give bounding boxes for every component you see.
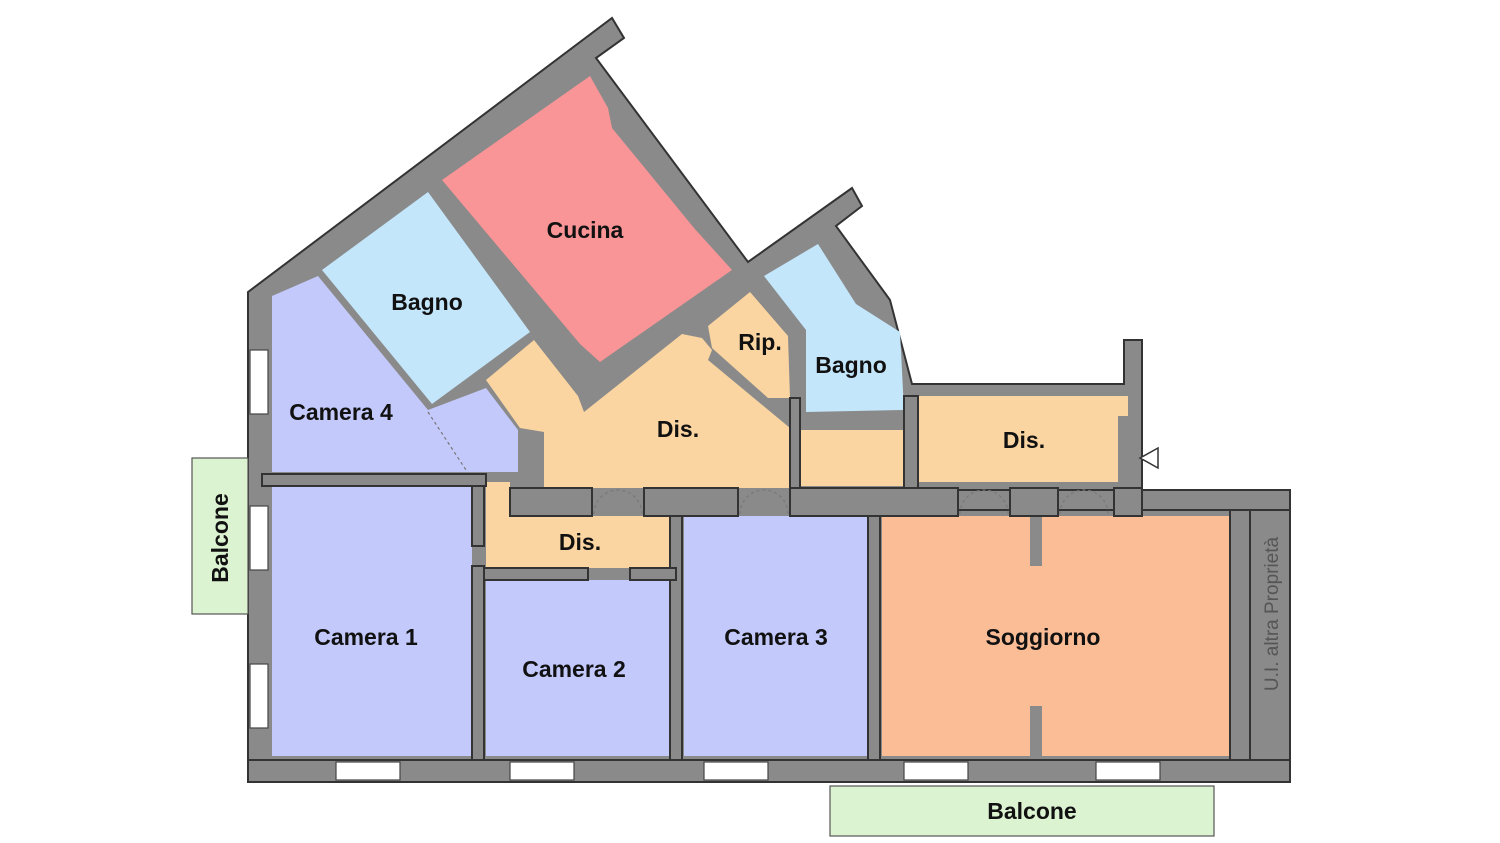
room-rip (708, 292, 790, 398)
wall-connector-left (789, 397, 801, 489)
window-sog-1 (903, 761, 969, 781)
window-c1-1 (335, 761, 401, 781)
label-balcone-left: Balcone (207, 493, 233, 582)
door-swing-1 (593, 489, 643, 515)
window-sog-2 (1095, 761, 1161, 781)
room-camera2 (486, 580, 670, 756)
room-labels: Cucina Bagno Camera 4 Rip. Bagno Dis. Di… (207, 217, 1283, 824)
doors (427, 411, 1159, 515)
wall-dis-bottom-4 (1009, 487, 1059, 517)
wall-dis-bottom-5 (1113, 487, 1143, 517)
label-balcone-bottom: Balcone (987, 798, 1076, 824)
wall-connector-right (903, 395, 919, 489)
label-camera4: Camera 4 (289, 399, 393, 425)
wall-c3-sog (867, 509, 881, 763)
label-dis-center: Dis. (657, 416, 699, 442)
room-cucina (442, 76, 732, 362)
room-camera3 (684, 516, 868, 756)
room-soggiorno (882, 516, 1230, 756)
room-dis-right (918, 396, 1128, 482)
door-swing-4 (1059, 489, 1109, 515)
wall-dis-c2 (483, 567, 589, 581)
windows (249, 349, 1161, 781)
room-camera4 (272, 276, 518, 472)
window-left-2 (249, 505, 269, 571)
window-left-3 (249, 663, 269, 729)
label-dis-small: Dis. (559, 529, 601, 555)
wall-exterior-bottom (247, 759, 1291, 783)
window-left-1 (249, 349, 269, 415)
balcone-bottom (829, 785, 1215, 837)
wall-sog-ext (1229, 509, 1251, 763)
label-bagno-top: Bagno (391, 289, 463, 315)
wall-dis-bottom-2 (643, 487, 739, 517)
room-camera1 (272, 486, 472, 756)
room-dis-connector (798, 430, 904, 486)
wall-dis-c2-b (629, 567, 677, 581)
wall-c1-c2 (471, 485, 485, 547)
label-dis-right: Dis. (1003, 427, 1045, 453)
label-bagno-right: Bagno (815, 352, 887, 378)
room-bagno-right (764, 244, 904, 412)
wall-dis-bottom (509, 487, 593, 517)
room-dis-small (486, 482, 670, 568)
window-c2 (509, 761, 575, 781)
door-swing-2 (739, 489, 789, 515)
balconies (191, 457, 1215, 837)
label-camera1: Camera 1 (314, 624, 418, 650)
label-side-note: U.I. altra Proprietà (1262, 536, 1283, 691)
balcone-left (191, 457, 249, 615)
room-bagno-top (322, 192, 530, 404)
label-rip: Rip. (738, 329, 781, 355)
rooms (272, 76, 1230, 756)
wall-c1-top (261, 473, 487, 487)
label-camera2: Camera 2 (522, 656, 626, 682)
wall-c1-c2-low (471, 565, 485, 763)
window-c3 (703, 761, 769, 781)
partitions (247, 395, 1291, 783)
door-swing-3 (959, 489, 1009, 515)
room-dis-center (486, 334, 790, 488)
label-cucina: Cucina (547, 217, 624, 243)
wall-c2-c3 (669, 513, 683, 763)
wall-dis-bottom-3 (789, 487, 959, 517)
label-soggiorno: Soggiorno (986, 624, 1101, 650)
label-camera3: Camera 3 (724, 624, 828, 650)
entrance-arrow-icon (1138, 446, 1159, 470)
